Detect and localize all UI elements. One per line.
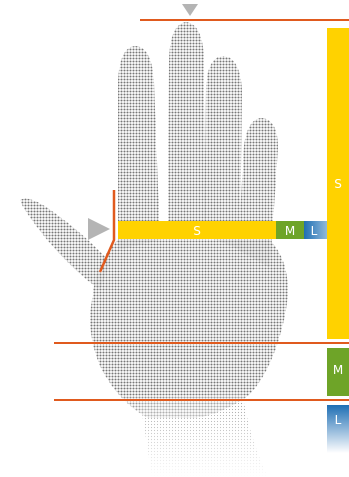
hand-width-scale: S M L <box>118 221 349 239</box>
hand-length-scale: S M L <box>327 28 349 453</box>
length-label-l: L <box>335 413 342 427</box>
width-label-l: L <box>311 224 318 238</box>
length-label-s: S <box>334 177 342 191</box>
length-label-m: M <box>333 363 343 377</box>
width-pointer <box>88 218 110 240</box>
width-label-s: S <box>193 224 201 238</box>
width-label-m: M <box>285 224 295 238</box>
top-pointer <box>182 4 198 16</box>
hand-illustration <box>20 22 290 477</box>
